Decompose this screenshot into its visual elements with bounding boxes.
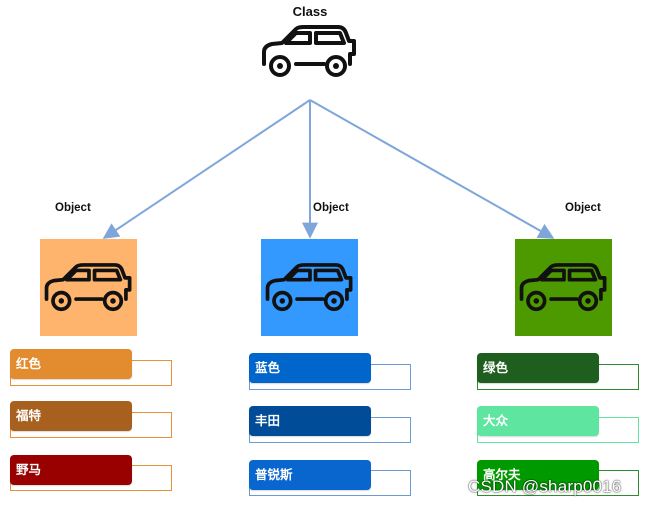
attribute-color-pill: 红色 <box>10 349 132 379</box>
object-label-2: Object <box>313 202 349 214</box>
attribute-model-pill: 普锐斯 <box>249 460 371 490</box>
attribute-model-pill: 野马 <box>10 455 132 485</box>
attribute-brand-pill: 大众 <box>477 406 599 436</box>
car-icon <box>44 262 131 311</box>
object-box-2 <box>261 239 358 336</box>
attribute-color-pill: 绿色 <box>477 353 599 383</box>
object-box-1 <box>40 239 137 336</box>
class-title: Class <box>292 4 328 19</box>
attribute-color-pill: 蓝色 <box>249 353 371 383</box>
object-label-3: Object <box>565 202 601 214</box>
watermark-text: CSDN @sharp0016 <box>468 477 622 496</box>
attribute-brand-pill: 福特 <box>10 401 132 431</box>
arrow-to-object-1 <box>102 99 311 239</box>
attribute-model-pill: 高尔夫 <box>477 460 599 490</box>
object-box-3 <box>515 239 612 336</box>
object-label-1: Object <box>55 202 91 214</box>
car-icon <box>265 262 352 311</box>
car-icon <box>519 262 606 311</box>
attribute-brand-pill: 丰田 <box>249 406 371 436</box>
arrow-to-object-3 <box>309 99 555 239</box>
car-icon <box>262 25 356 77</box>
